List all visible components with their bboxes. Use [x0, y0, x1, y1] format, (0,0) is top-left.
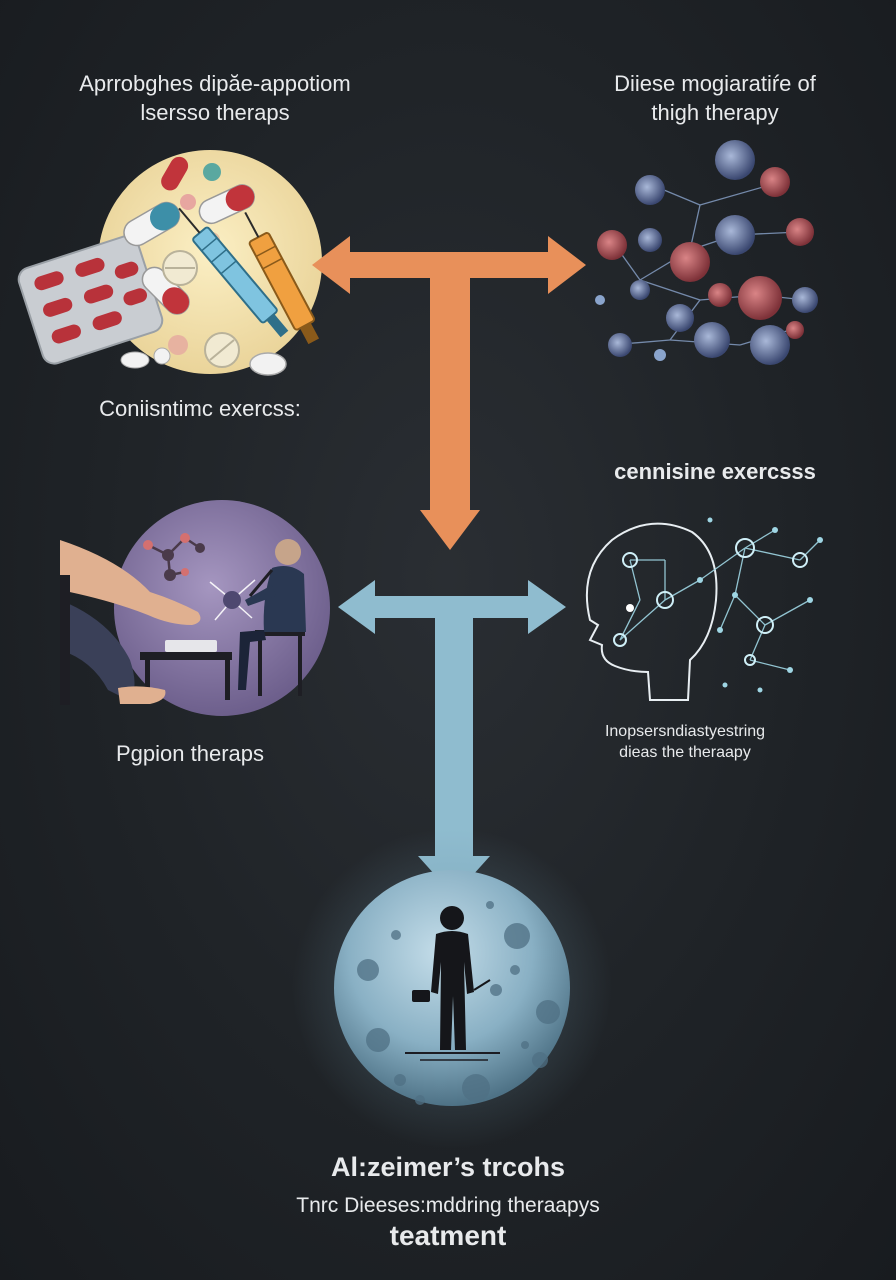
top-right-label-line-2: thigh therapy [651, 99, 779, 125]
person-silhouette-icon [292, 828, 612, 1148]
footer-treatment: teatment [389, 1220, 507, 1251]
top-right-label-line-1: Diiese mogiaratiŕe of [614, 71, 816, 96]
mid-right-label: cennisine exercsss [614, 459, 816, 484]
top-left-label: Aprrobghes dipăe-appotiom lsersso therap… [40, 70, 390, 127]
pills-and-syringes-icon [17, 150, 322, 376]
top-left-label-line-1: Aprrobghes dipăe-appotiom [79, 71, 351, 96]
brain-network-head-icon [585, 517, 823, 701]
bottom-right-label: Inopsersndiastyestring dieas the theraap… [560, 722, 810, 764]
bottom-left-label: Pgpion theraps [116, 741, 264, 766]
footer-subtitle: Tnrc Dieeses:mddring theraapys [296, 1194, 600, 1217]
mid-left-label: Coniisntimc exercss: [99, 396, 301, 421]
protein-clusters-icon [595, 140, 818, 365]
footer-title: Al:zeimer’s trcohs [330, 1152, 566, 1182]
bottom-right-label-line-2: dieas the theraapy [619, 743, 751, 761]
top-right-label: Diiese mogiaratiŕe of thigh therapy [560, 70, 870, 127]
physical-therapy-scene-icon [60, 500, 330, 716]
orange-t-arrow [312, 236, 586, 550]
bottom-right-label-line-1: Inopsersndiastyestring [604, 723, 766, 740]
top-left-label-line-2: lsersso theraps [140, 99, 290, 125]
